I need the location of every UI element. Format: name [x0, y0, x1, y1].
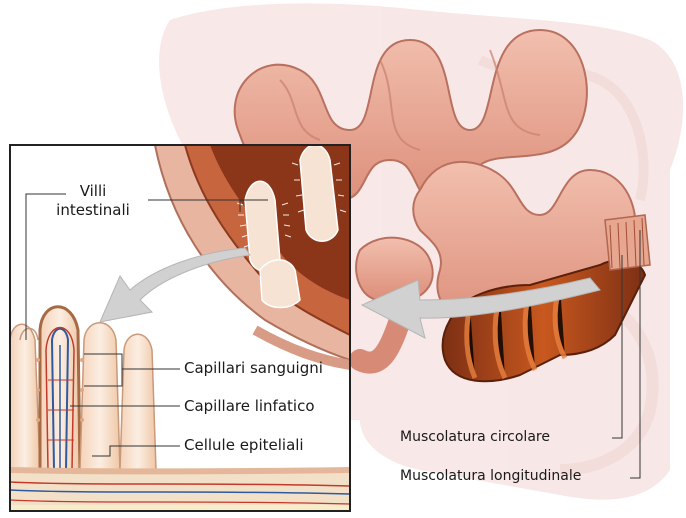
cellule-epiteliali-label: Cellule epiteliali: [184, 436, 304, 455]
capillare-linfatico-label: Capillare linfatico: [184, 397, 315, 416]
muscolatura-circolare-label: Muscolatura circolare: [400, 428, 550, 447]
capillari-sanguigni-label: Capillari sanguigni: [184, 359, 323, 378]
villi-label-line1: Villi: [38, 182, 148, 201]
muscolatura-longitudinale-label: Muscolatura longitudinale: [400, 467, 581, 486]
villi-label-line2: intestinali: [38, 201, 148, 220]
villi-label: Villi intestinali: [38, 182, 148, 220]
